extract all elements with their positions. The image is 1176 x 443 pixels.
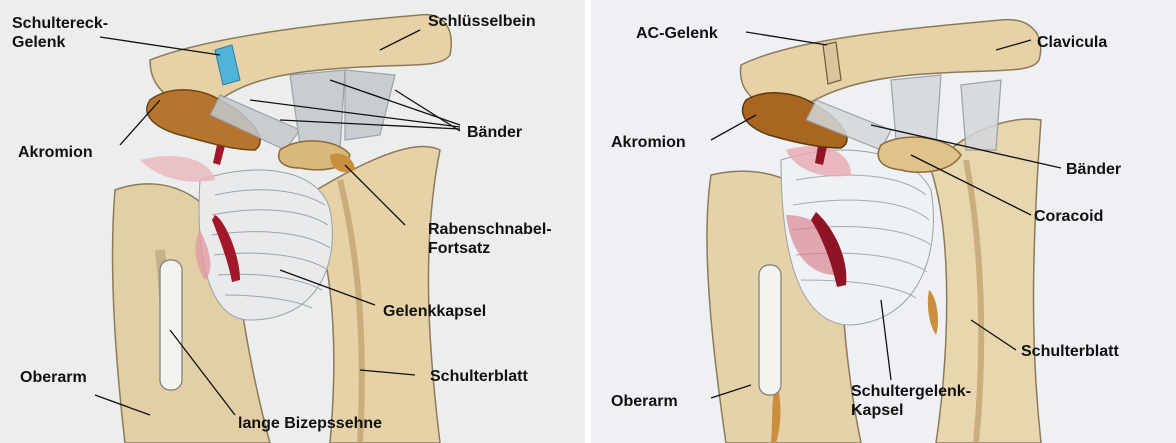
label-clavicle-left: Schlüsselbein (428, 12, 536, 31)
label-humerus-right: Oberarm (611, 392, 678, 411)
label-capsule-right: Schultergelenk- Kapsel (851, 382, 971, 420)
label-scapula-right: Schulterblatt (1021, 342, 1119, 361)
label-ligaments-right: Bänder (1066, 160, 1121, 179)
left-illustration-panel: Schultereck- Gelenk Schlüsselbein Akromi… (0, 0, 585, 443)
label-ligaments-left: Bänder (467, 123, 522, 142)
label-coracoid-left: Rabenschnabel- Fortsatz (428, 220, 552, 258)
label-ac-joint-right: AC-Gelenk (636, 24, 718, 43)
label-biceps-tendon: lange Bizepssehne (238, 414, 382, 433)
label-capsule-left: Gelenkkapsel (383, 302, 486, 321)
label-scapula-left: Schulterblatt (430, 367, 528, 386)
label-ac-joint-left: Schultereck- Gelenk (12, 14, 108, 52)
label-acromion-left: Akromion (18, 143, 93, 162)
label-humerus-left: Oberarm (20, 368, 87, 387)
label-acromion-right: Akromion (611, 133, 686, 152)
label-clavicle-right: Clavicula (1037, 33, 1107, 52)
right-illustration-panel: AC-Gelenk Clavicula Akromion Bänder Cora… (591, 0, 1176, 443)
label-coracoid-right: Coracoid (1034, 207, 1103, 226)
